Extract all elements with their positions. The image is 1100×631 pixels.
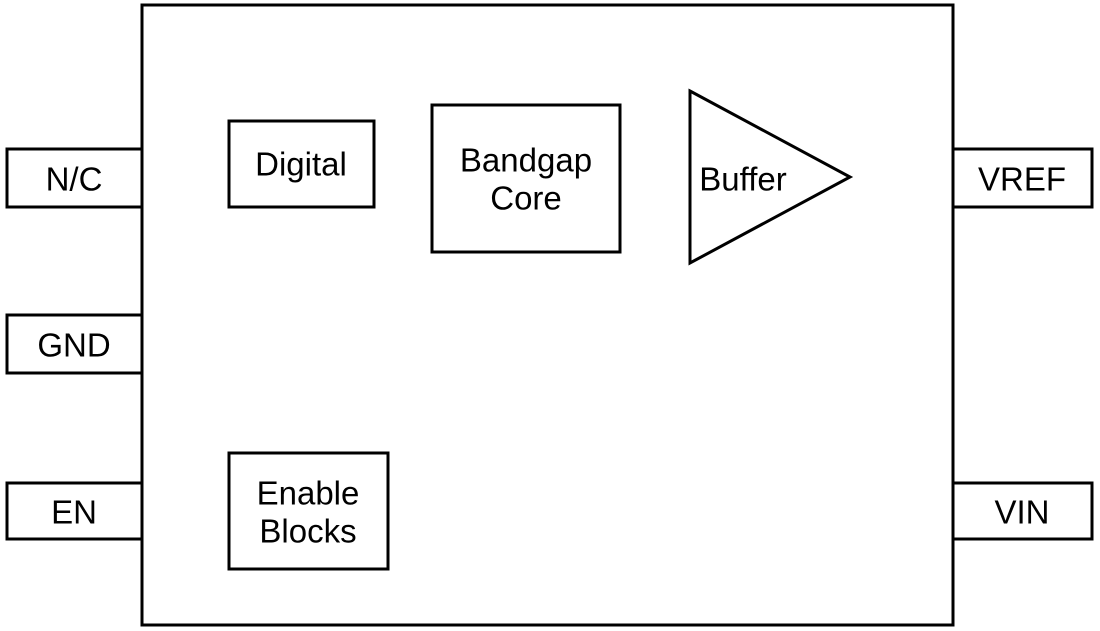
pin-en: EN <box>5 481 144 541</box>
nc-pin-label: N/C <box>46 161 103 198</box>
digital-block-box <box>227 119 376 209</box>
pin-nc: N/C <box>5 147 144 209</box>
vin-pin-label: VIN <box>994 494 1049 531</box>
vref-pin-box <box>951 147 1094 209</box>
enable-blocks-box <box>227 451 390 571</box>
digital-block-label: Digital <box>255 146 347 183</box>
enable-blocks-label-line2: Blocks <box>259 513 356 550</box>
enable-blocks-label-line1: Enable <box>257 475 360 512</box>
block-bandgap-core: Bandgap Core <box>430 103 622 254</box>
gnd-pin-label: GND <box>37 327 110 364</box>
nc-pin-box <box>5 147 144 209</box>
en-pin-box <box>5 481 144 541</box>
bandgap-core-box <box>430 103 622 254</box>
vin-pin-box <box>951 481 1094 541</box>
buffer-label: Buffer <box>699 161 786 198</box>
block-buffer: Buffer <box>688 88 854 266</box>
pin-vin: VIN <box>951 481 1094 541</box>
pin-gnd: GND <box>5 313 144 375</box>
gnd-pin-box <box>5 313 144 375</box>
bandgap-core-label-line2: Core <box>490 180 562 217</box>
block-digital: Digital <box>227 119 376 209</box>
en-pin-label: EN <box>51 494 97 531</box>
buffer-amplifier-triangle <box>688 88 854 266</box>
block-enable-blocks: Enable Blocks <box>227 451 390 571</box>
bandgap-core-label-line1: Bandgap <box>460 142 592 179</box>
vref-pin-label: VREF <box>978 161 1066 198</box>
pin-vref: VREF <box>951 147 1094 209</box>
